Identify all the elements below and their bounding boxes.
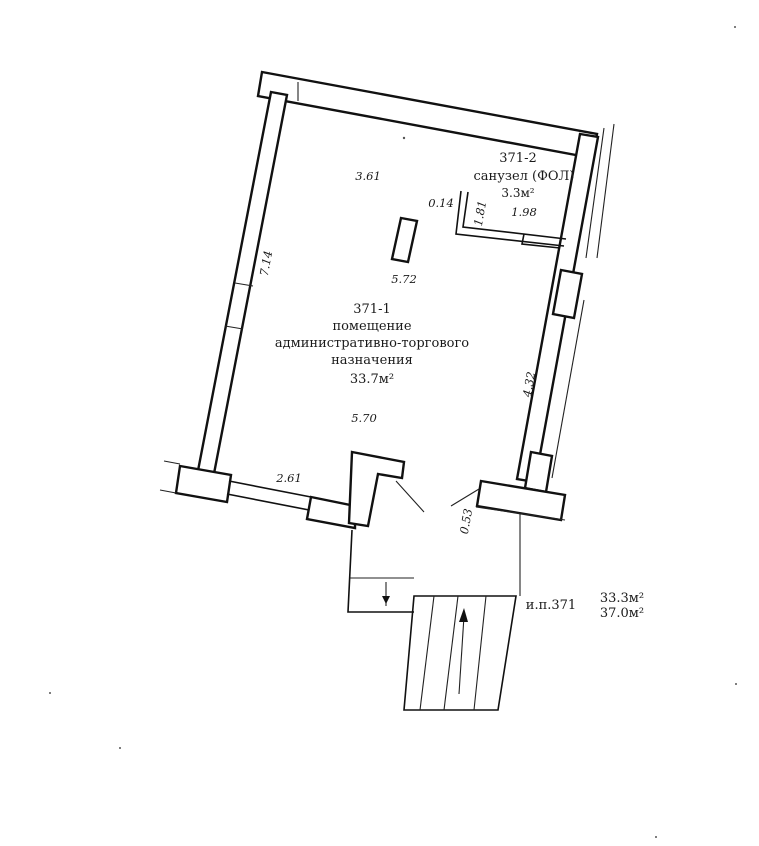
summary-area-2: 37.0м²: [600, 606, 644, 621]
stair-line-3: [473, 595, 487, 711]
sill-left-2: [159, 489, 177, 494]
outer-wall-right-line-2: [596, 123, 615, 259]
dimension-column: 5.72: [391, 272, 417, 286]
window-bottom-1: [228, 480, 312, 498]
room-2-name: санузел (ФОЛ): [474, 169, 575, 184]
wc-door: [521, 233, 561, 249]
door-leaf: [395, 480, 425, 513]
dimension-entrance: 0.53: [457, 507, 475, 535]
summary-label: и.п.371: [526, 598, 576, 613]
speck: [119, 747, 121, 749]
stairs: [403, 595, 517, 711]
dimension-left-wall: 7.14: [257, 249, 275, 277]
sill-left-1: [163, 460, 181, 465]
outer-wall-right-line-3: [551, 299, 585, 479]
wc-partition-inner: [462, 191, 567, 240]
wall-left: [194, 90, 289, 486]
speck: [402, 136, 406, 140]
door-jamb-left: [305, 495, 357, 530]
room-1-area: 33.7м²: [350, 372, 394, 387]
wc-partition: [455, 190, 565, 247]
wall-bottom-left: [174, 464, 233, 504]
room-1-name-line-3: назначения: [331, 353, 413, 368]
outer-wall-right-line: [585, 127, 605, 259]
window-left-2: [224, 325, 244, 330]
dimension-right-wall: 4.32: [520, 370, 538, 399]
dimension-room-width: 5.70: [351, 411, 377, 425]
dimension-wc-depth: 1.81: [471, 199, 489, 227]
room-2-area: 3.3м²: [501, 186, 534, 200]
stair-line-1: [419, 595, 435, 711]
dimension-wc-thickness: 0.14: [428, 196, 454, 210]
dimension-window-bottom: 2.61: [275, 471, 302, 485]
outer-line-bottom: [475, 506, 566, 521]
speck: [735, 683, 737, 685]
room-1-name-line-1: помещение: [332, 319, 411, 334]
stair-arrow-head-icon: [459, 608, 468, 622]
window-bottom-2: [226, 493, 310, 511]
speck: [49, 692, 51, 694]
door-jamb-left-return: [347, 450, 406, 528]
speck: [655, 836, 657, 838]
summary-area-1: 33.3м²: [600, 591, 644, 606]
porch-outline: [347, 529, 414, 613]
door-leaf-right: [450, 488, 480, 507]
wall-top: [256, 70, 599, 160]
window-right: [551, 268, 584, 320]
pillar-right-bottom: [523, 450, 554, 494]
stair-arrow-shaft: [458, 615, 465, 695]
window-left-1: [234, 282, 254, 287]
room-1-id: 371-1: [353, 302, 390, 317]
stair-line-2: [443, 595, 459, 711]
column: [390, 216, 419, 264]
dimension-wc-width: 1.98: [511, 205, 537, 219]
speck: [734, 26, 736, 28]
room-1-name-line-2: административно-торгового: [275, 336, 469, 351]
porch-arrow-head-icon: [382, 596, 390, 604]
dimension-top-wall: 3.61: [355, 169, 381, 183]
room-2-id: 371-2: [499, 151, 536, 166]
door-jamb-right: [475, 479, 567, 522]
